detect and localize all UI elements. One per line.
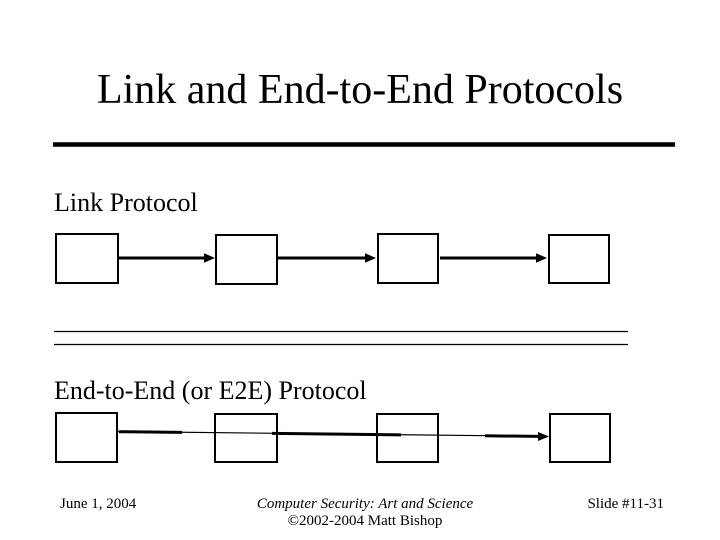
footer-slide-number: Slide #11-31	[587, 496, 664, 512]
link-node-box	[377, 233, 439, 284]
footer-credit: Computer Security: Art and Science ©2002…	[165, 496, 565, 530]
e2e-arrow-thick-segment	[118, 430, 183, 434]
link-node-box	[548, 234, 610, 284]
link-protocol-label: Link Protocol	[54, 188, 198, 217]
link-protocol-diagram	[55, 233, 610, 285]
e2e-arrow-thick-segment	[484, 434, 540, 438]
e2e-node-box	[376, 413, 439, 463]
e2e-node-box	[549, 413, 611, 463]
link-hop-arrowhead	[204, 253, 215, 263]
slide-title: Link and End-to-End Protocols	[96, 67, 624, 113]
e2e-node-box	[214, 413, 278, 463]
e2e-protocol-label: End-to-End (or E2E) Protocol	[54, 376, 367, 405]
footer-date: June 1, 2004	[60, 496, 137, 512]
link-hop-arrowhead	[365, 253, 376, 263]
e2e-protocol-diagram	[55, 412, 611, 463]
footer-credit-title: Computer Security: Art and Science	[256, 496, 474, 512]
link-node-box	[55, 233, 119, 284]
footer-credit-copyright: ©2002-2004 Matt Bishop	[287, 513, 443, 529]
e2e-node-box	[55, 412, 118, 463]
e2e-arrowhead	[538, 432, 549, 441]
link-node-box	[215, 234, 278, 285]
link-hop-arrowhead	[536, 253, 547, 263]
e2e-arrow-thick-segment	[271, 431, 402, 437]
